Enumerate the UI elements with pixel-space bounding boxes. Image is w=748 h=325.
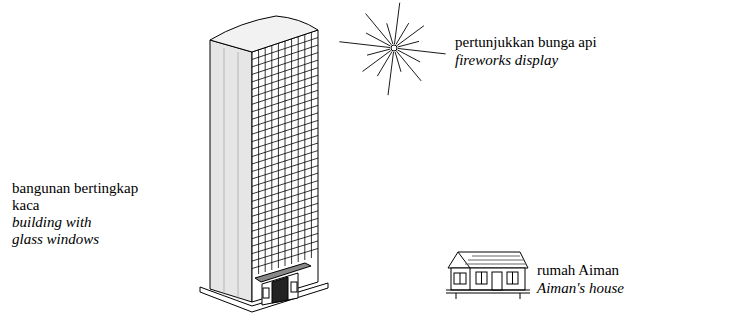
malay-label: bangunan bertingkap kaca bbox=[12, 180, 140, 214]
english-label: fireworks display bbox=[455, 52, 655, 69]
malay-label: pertunjukkan bunga api bbox=[455, 34, 655, 51]
malay-label: rumah Aiman bbox=[537, 262, 687, 279]
english-label: Aiman's house bbox=[537, 280, 687, 297]
fireworks-illustration bbox=[339, 3, 445, 95]
house-illustration bbox=[446, 252, 530, 299]
english-label: building with glass windows bbox=[12, 214, 124, 248]
building-illustration bbox=[200, 16, 328, 312]
